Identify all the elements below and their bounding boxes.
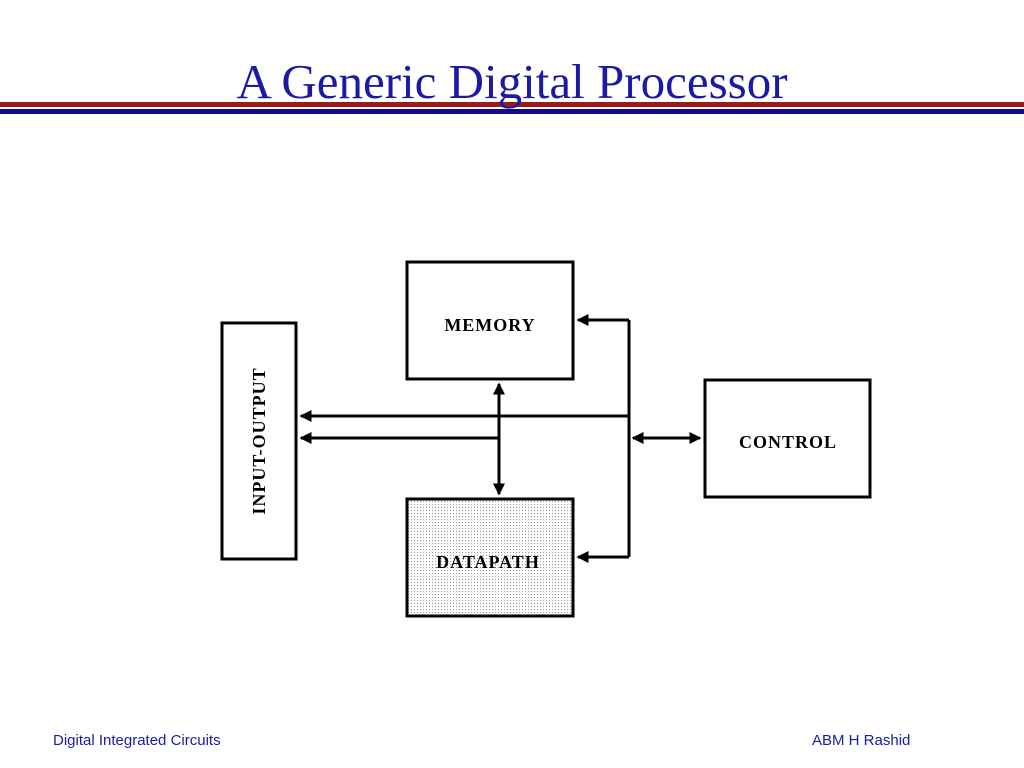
datapath-block: DATAPATH <box>405 497 575 618</box>
control-block: CONTROL <box>703 378 872 499</box>
title-rule-blue <box>0 109 1024 114</box>
slide-title: A Generic Digital Processor <box>236 54 788 109</box>
footer-author: ABM H Rashid <box>812 732 911 749</box>
input-output-block: INPUT-OUTPUT <box>220 321 298 561</box>
input-output-label: INPUT-OUTPUT <box>249 367 269 514</box>
footer-course-title: Digital Integrated Circuits <box>53 732 221 749</box>
memory-block: MEMORY <box>405 260 575 381</box>
datapath-label: DATAPATH <box>436 552 540 572</box>
control-label: CONTROL <box>739 432 837 452</box>
memory-label: MEMORY <box>444 315 535 335</box>
title-rule-red <box>0 102 1024 107</box>
